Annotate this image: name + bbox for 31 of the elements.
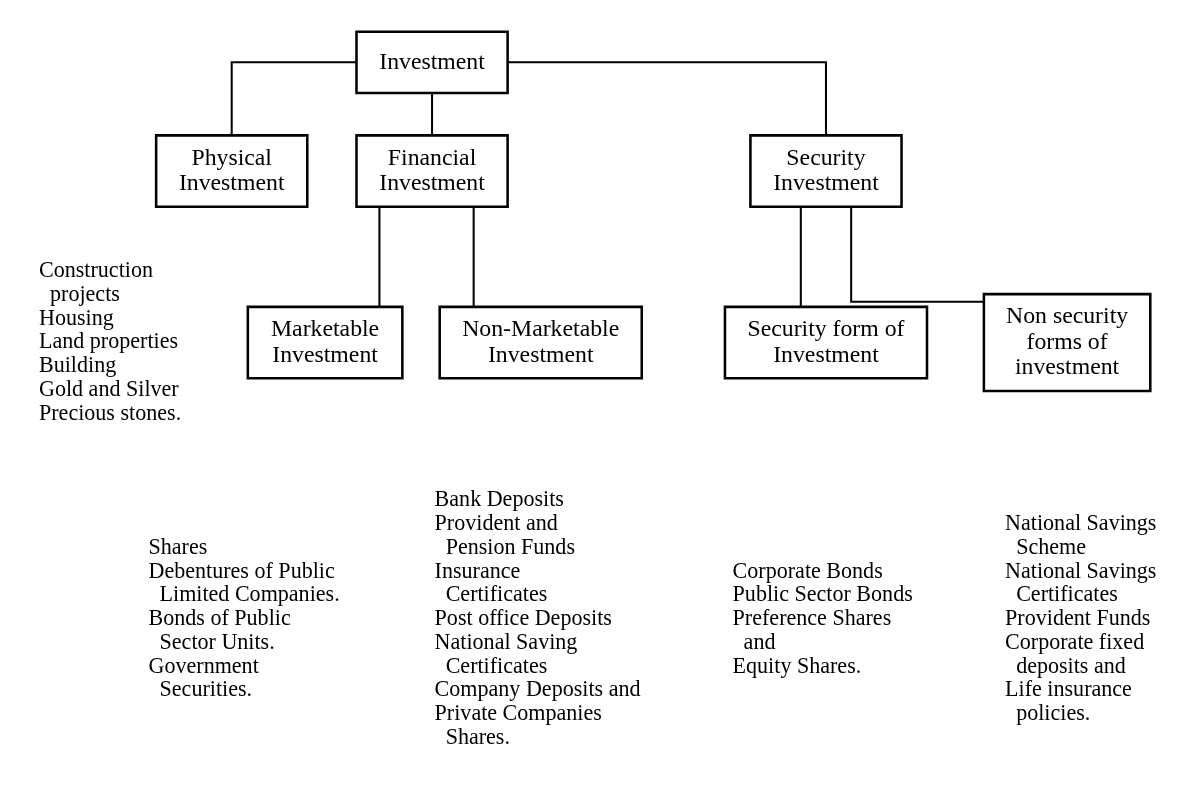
node-box: Financial Investment	[355, 133, 509, 208]
node-label: National Savings Certificates	[1005, 557, 1157, 606]
node-box: Non-Marketable Investment	[438, 305, 644, 379]
node-label: Government Securities.	[148, 652, 259, 701]
node-label: Preference Shares and	[732, 604, 892, 654]
node-label: Insurance Certificates	[434, 557, 548, 606]
node-label: Post office Deposits	[434, 604, 612, 630]
node-label: Company Deposits and	[434, 675, 641, 701]
node-label: Equity Shares.	[732, 652, 862, 678]
node-box: Marketable Investment	[246, 305, 404, 379]
node-box: Physical Investment	[154, 133, 309, 208]
node-label: Shares	[148, 533, 208, 559]
connector	[472, 206, 475, 307]
connector	[508, 60, 827, 135]
node-box: Non security forms of investment	[982, 292, 1152, 392]
node-box: Security form of Investment	[723, 305, 929, 379]
node-label: Provident Funds	[1005, 604, 1151, 630]
node-label: Corporate Bonds	[732, 557, 883, 583]
node-label: Precious stones.	[38, 399, 182, 425]
connector	[431, 92, 434, 135]
connector	[799, 206, 802, 307]
node-label: Debentures of Public Limited Companies.	[148, 557, 340, 606]
connector	[378, 206, 381, 307]
node-box: Investment	[355, 30, 509, 94]
node-label: Corporate fixed deposits and	[1005, 628, 1145, 678]
node-label: Bank Deposits	[434, 485, 564, 511]
connector	[230, 60, 357, 135]
node-box: Security Investment	[749, 133, 903, 208]
connector	[850, 206, 984, 303]
node-label: Construction projects	[38, 256, 153, 306]
node-label: National Savings Scheme	[1005, 509, 1157, 559]
